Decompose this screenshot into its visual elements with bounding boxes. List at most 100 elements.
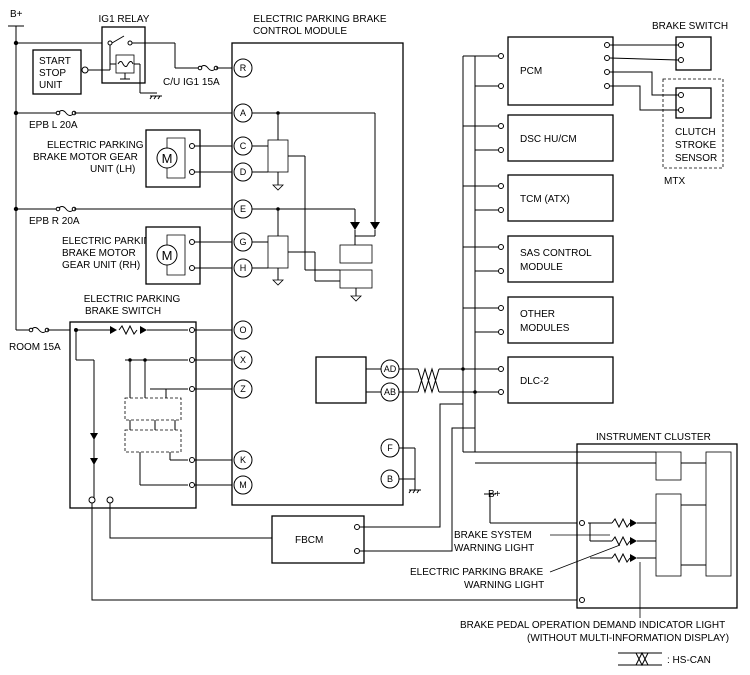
clutch-stroke-sensor: CLUTCH STROKE SENSOR (610, 71, 724, 169)
epb-switch (69, 321, 232, 509)
pedal-indicator-line2: (WITHOUT MULTI-INFORMATION DISPLAY) (527, 633, 729, 644)
terminal-g: G (233, 232, 253, 252)
svg-text:R: R (240, 63, 247, 73)
svg-text:G: G (239, 237, 246, 247)
instrument-cluster-label: INSTRUMENT CLUSTER (596, 432, 711, 443)
pedal-indicator-line1: BRAKE PEDAL OPERATION DEMAND INDICATOR L… (460, 620, 725, 631)
hs-can-twisted-pair (399, 367, 475, 394)
epb-module-line2: CONTROL MODULE (253, 26, 347, 37)
svg-text:O: O (239, 325, 246, 335)
start-stop-line1: START (39, 56, 71, 67)
svg-text:M: M (239, 480, 247, 490)
brake-system-warning-line1: BRAKE SYSTEM (454, 530, 532, 541)
relay-ground-icon (140, 92, 162, 100)
svg-text:X: X (240, 355, 246, 365)
motor-lh: M (145, 129, 232, 188)
motor-rh-line1: ELECTRIC PARKING (62, 236, 159, 247)
b-plus-terminal (8, 25, 24, 330)
svg-text:E: E (240, 204, 246, 214)
epb-module-line1: ELECTRIC PARKING BRAKE (253, 14, 387, 25)
motor-rh: M (145, 226, 232, 285)
terminal-ad: AD (380, 359, 400, 379)
b-plus-label: B+ (10, 9, 23, 20)
motor-lh-line1: ELECTRIC PARKING (47, 140, 144, 151)
epb-switch-line1: ELECTRIC PARKING (84, 294, 181, 305)
terminal-c: C (233, 136, 253, 156)
terminal-a: A (233, 103, 253, 123)
dsc-label: DSC HU/CM (520, 134, 577, 145)
epb-r-fuse-label: EPB R 20A (29, 216, 80, 227)
start-stop-line3: UNIT (39, 80, 62, 91)
motor-rh-line2: BRAKE MOTOR (62, 248, 136, 259)
fbcm-module: FBCM (271, 403, 475, 564)
tcm-module: TCM (ATX) (463, 174, 614, 222)
switch-to-cluster-wire (91, 503, 577, 601)
mtx-label: MTX (664, 176, 685, 187)
svg-text:K: K (240, 455, 246, 465)
terminal-b: B (380, 469, 400, 489)
can-backbone (461, 56, 477, 452)
tcm-label: TCM (ATX) (520, 194, 570, 205)
terminal-k: K (233, 450, 253, 470)
switch-to-fbcm-wire (109, 503, 272, 539)
clutch-line2: STROKE (675, 140, 716, 151)
hs-can-legend-icon (618, 651, 662, 667)
terminal-d: D (233, 162, 253, 182)
clutch-line1: CLUTCH (675, 127, 716, 138)
terminal-e: E (233, 199, 253, 219)
epb-l-fuse-label: EPB L 20A (29, 120, 78, 131)
other-label-line2: MODULES (520, 323, 570, 334)
terminal-o: O (233, 320, 253, 340)
room-fuse-icon (16, 327, 70, 333)
epb-warning-line2: WARNING LIGHT (464, 580, 544, 591)
epb-l-fuse-icon (16, 110, 232, 116)
terminal-h: H (233, 258, 253, 278)
sas-module: SAS CONTROL MODULE (463, 235, 614, 283)
terminal-x: X (233, 350, 253, 370)
epb-warning-line1: ELECTRIC PARKING BRAKE (410, 567, 544, 578)
svg-text:B: B (387, 474, 393, 484)
brake-switch (609, 36, 712, 71)
terminal-f: F (380, 438, 400, 458)
svg-text:D: D (240, 167, 247, 177)
room-fuse-label: ROOM 15A (9, 342, 61, 353)
svg-text:Z: Z (240, 384, 246, 394)
b-plus-cluster-label: B+ (488, 489, 501, 500)
instrument-cluster (463, 443, 738, 609)
sas-label-line1: SAS CONTROL (520, 248, 592, 259)
cu-ig1-fuse-label: C/U IG1 15A (163, 77, 220, 88)
pcm-module: PCM (463, 36, 614, 106)
clutch-line3: SENSOR (675, 153, 717, 164)
ig1-relay-label: IG1 RELAY (99, 14, 150, 25)
svg-text:A: A (240, 108, 246, 118)
svg-text:C: C (240, 141, 247, 151)
start-stop-line2: STOP (39, 68, 66, 79)
other-label-line1: OTHER (520, 309, 555, 320)
module-ground-icon (399, 447, 421, 494)
dlc-label: DLC-2 (520, 376, 549, 387)
svg-text:AD: AD (384, 364, 397, 374)
other-modules: OTHER MODULES (463, 296, 614, 344)
svg-text:AB: AB (384, 387, 396, 397)
epb-switch-line2: BRAKE SWITCH (85, 306, 161, 317)
terminal-z: Z (233, 379, 253, 399)
motor-rh-line3: GEAR UNIT (RH) (62, 260, 140, 271)
terminal-r: R (233, 58, 253, 78)
motor-rh-symbol-icon: M (162, 248, 173, 263)
brake-system-warning-line2: WARNING LIGHT (454, 543, 534, 554)
cu-ig1-fuse-icon (175, 65, 232, 71)
pcm-label: PCM (520, 66, 542, 77)
brake-switch-label: BRAKE SWITCH (652, 21, 728, 32)
hs-can-legend-label: : HS-CAN (667, 655, 711, 666)
terminal-m: M (233, 475, 253, 495)
svg-text:H: H (240, 263, 247, 273)
terminal-ab: AB (380, 382, 400, 402)
sas-label-line2: MODULE (520, 262, 563, 273)
dsc-module: DSC HU/CM (463, 114, 614, 162)
fbcm-label: FBCM (295, 535, 323, 546)
start-stop-unit: START STOP UNIT (32, 49, 111, 95)
module-internal-circuit (252, 111, 381, 404)
epb-warning-leader (549, 544, 621, 573)
dlc-2-module: DLC-2 (463, 356, 614, 404)
